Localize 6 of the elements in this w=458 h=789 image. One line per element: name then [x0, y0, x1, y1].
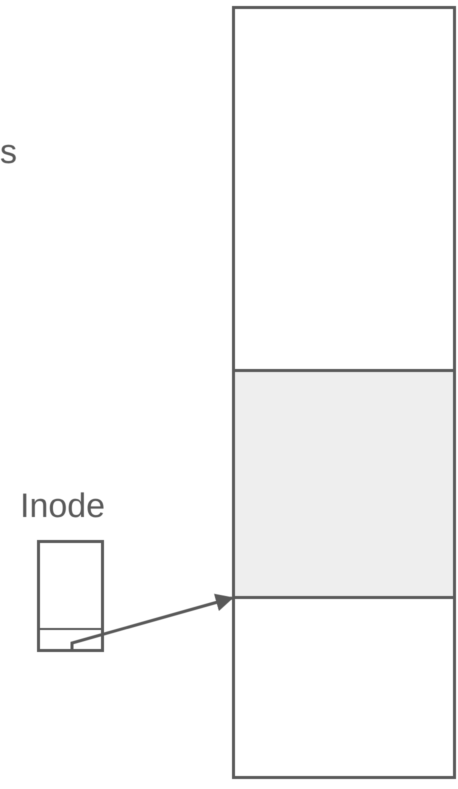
text-fragment: s: [0, 133, 17, 172]
highlighted-disk-block: [232, 369, 456, 599]
arrow: [70, 594, 234, 651]
inode-heading: Inode: [20, 487, 106, 526]
disk-block: [232, 596, 456, 779]
disk-block: [232, 6, 456, 372]
